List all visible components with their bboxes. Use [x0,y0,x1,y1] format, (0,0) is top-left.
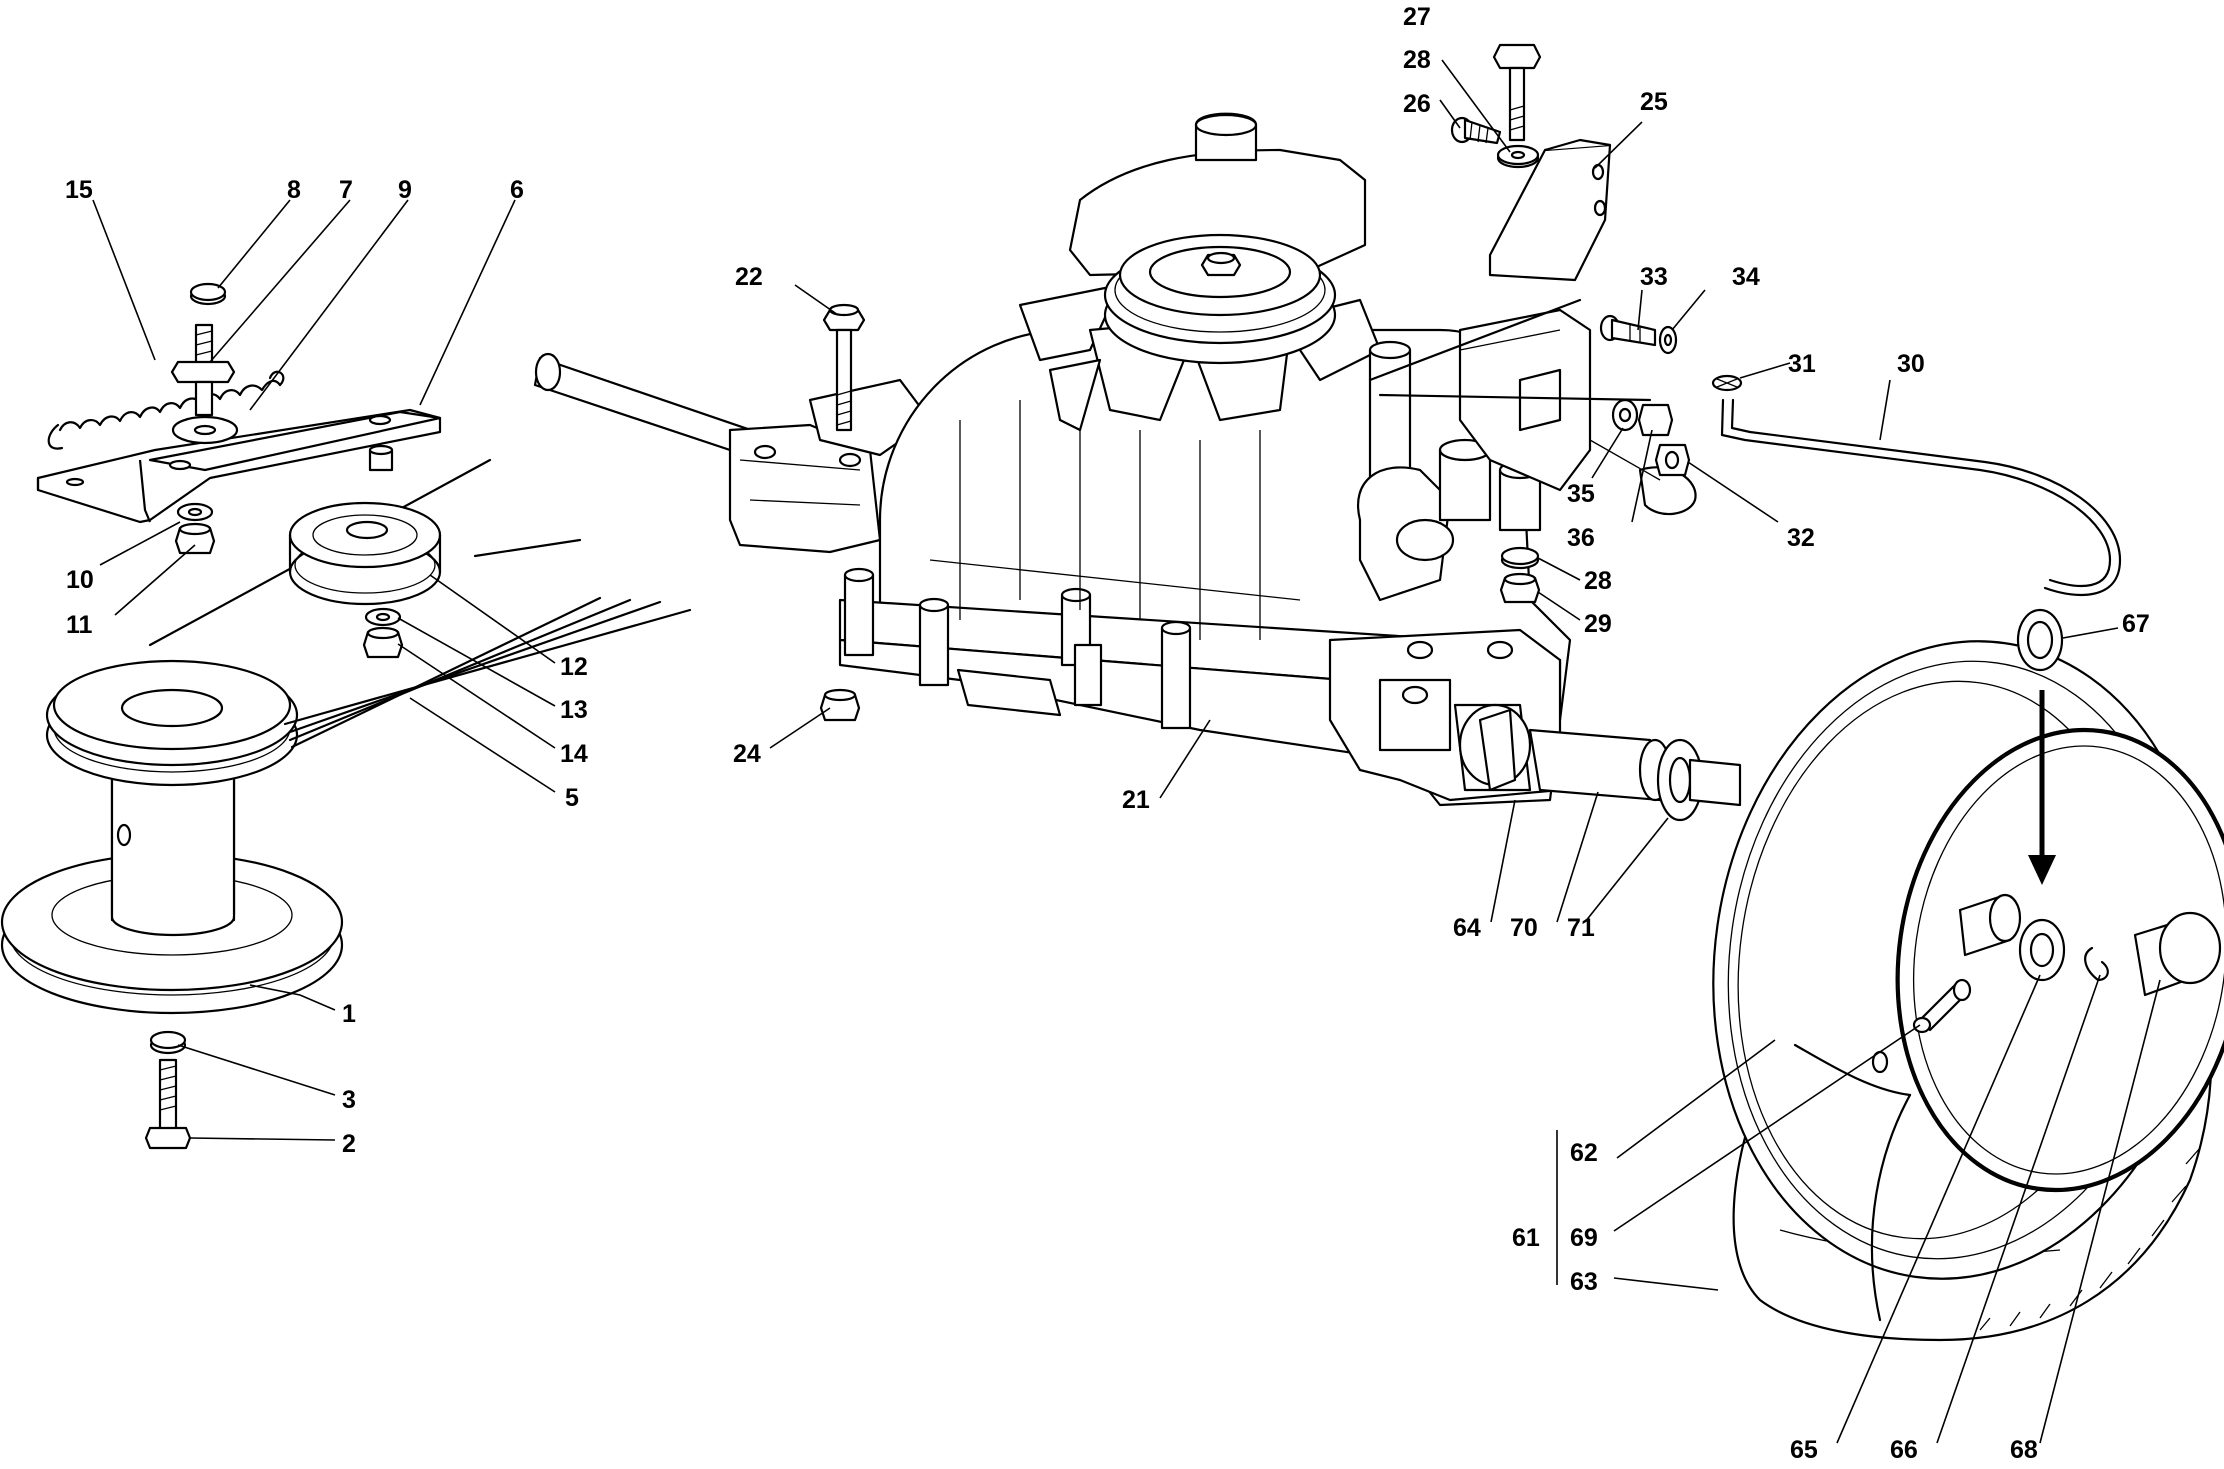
nut-36 [1637,403,1674,437]
nut-11 [174,522,216,555]
label-13: 13 [560,696,588,724]
rear-wheel [1712,640,2224,1342]
label-36: 36 [1567,524,1595,552]
label-7: 7 [339,176,353,204]
label-61: 61 [1512,1224,1540,1252]
bolt-33 [1599,314,1657,347]
axle-sleeve-70 [1528,728,1742,822]
label-6: 6 [510,176,524,204]
label-70: 70 [1510,914,1538,942]
transaxle-housing [533,112,1572,807]
label-68: 68 [2010,1436,2038,1464]
label-11: 11 [66,611,93,639]
label-3: 3 [342,1086,356,1114]
control-rod-30 [1720,398,2122,597]
washer-10 [176,502,214,522]
washer-13 [364,607,402,627]
label-15: 15 [65,176,93,204]
label-28-top: 28 [1403,46,1431,74]
drive-belt [148,458,692,749]
clip-31 [1711,374,1743,392]
nut-29 [1499,572,1541,604]
spring-15 [47,370,285,450]
label-62: 62 [1570,1139,1598,1167]
nut-24 [819,688,861,722]
label-12: 12 [560,653,588,681]
label-26: 26 [1403,90,1431,118]
idler-pulley [288,501,442,606]
label-69: 69 [1570,1224,1598,1252]
washer-35 [1611,398,1639,432]
label-71: 71 [1567,914,1595,942]
drive-pulley [0,659,344,1015]
label-2: 2 [342,1130,356,1158]
label-64: 64 [1453,914,1481,942]
screw-26 [1450,116,1502,145]
label-22: 22 [735,263,763,291]
bracket-25 [1488,138,1612,282]
bolt-2 [144,1030,192,1150]
washer-9 [171,415,239,445]
washer-28-lower [1500,546,1540,570]
label-67: 67 [2122,610,2150,638]
label-1: 1 [342,1000,356,1028]
label-28-lower: 28 [1584,567,1612,595]
label-29: 29 [1584,610,1612,638]
nut-8 [189,282,227,306]
label-5: 5 [565,784,579,812]
nut-14 [362,626,404,659]
label-14: 14 [560,740,588,768]
label-33: 33 [1640,263,1668,291]
washer-67 [2016,608,2064,672]
label-30: 30 [1897,350,1925,378]
part-labels: 15 8 7 9 6 10 11 12 13 14 5 1 3 2 22 24 … [65,3,2150,1464]
washer-28-top [1496,144,1540,169]
label-31: 31 [1788,350,1816,378]
bolt-27 [1492,43,1542,142]
nut-32 [1654,443,1691,477]
label-24: 24 [733,740,761,768]
label-65: 65 [1790,1436,1818,1464]
assembly-arrow [2028,690,2056,885]
tensioner-bracket [36,408,442,524]
label-25: 25 [1640,88,1668,116]
washer-34 [1658,325,1678,355]
label-10: 10 [66,566,94,594]
label-21: 21 [1122,786,1150,814]
label-34: 34 [1732,263,1760,291]
bolt-7 [170,323,236,417]
label-8: 8 [287,176,301,204]
label-32: 32 [1787,524,1815,552]
label-9: 9 [398,176,412,204]
label-35: 35 [1567,480,1595,508]
label-66: 66 [1890,1436,1918,1464]
leader-lines [92,59,2161,1444]
label-63: 63 [1570,1268,1598,1296]
label-27: 27 [1403,3,1431,31]
control-plate [1368,298,1697,516]
